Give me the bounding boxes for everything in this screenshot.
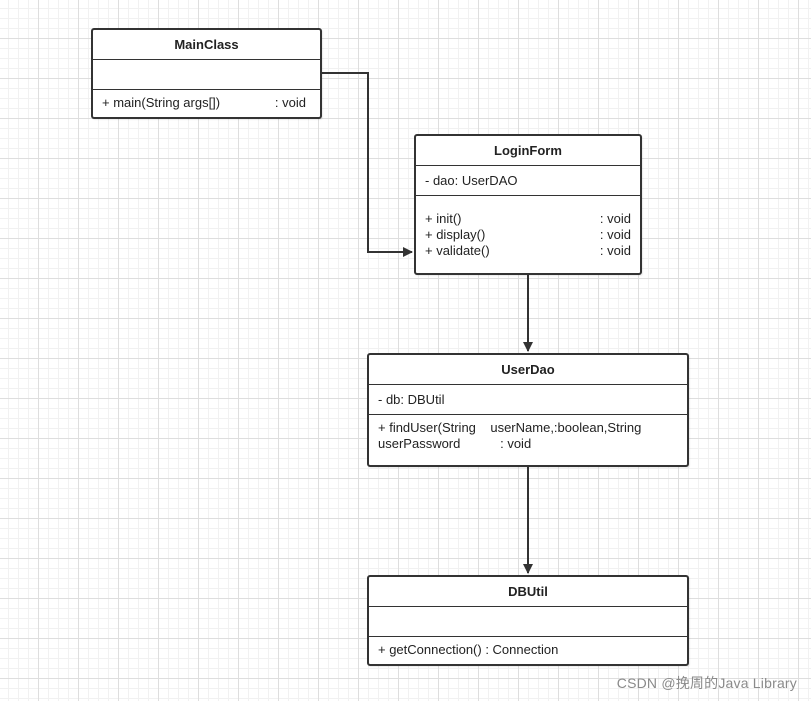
class-name: LoginForm (416, 136, 640, 166)
operation-signature: + getConnection() : Connection (378, 642, 559, 657)
operations-compartment: + getConnection() : Connection (369, 637, 687, 658)
attributes-compartment (369, 607, 687, 637)
attributes-compartment (93, 60, 320, 90)
operation-signature: + main(String args[]) (102, 95, 221, 110)
class-box-mainclass[interactable]: MainClass + main(String args[]) : void (91, 28, 322, 119)
operation-return: : void (599, 227, 631, 242)
operations-compartment: + findUser(String userName,:boolean,Stri… (369, 415, 687, 452)
operation-row: + getConnection() : Connection (378, 642, 678, 658)
operation-return: : void (599, 211, 631, 226)
watermark-text: CSDN @挽周的Java Library (616, 675, 797, 691)
attributes-compartment: - db: DBUtil (369, 385, 687, 415)
operation-return: : void (599, 243, 631, 258)
association-main-to-loginform[interactable] (322, 72, 413, 257)
operation-signature: + validate() (425, 243, 490, 258)
attributes-compartment: - dao: UserDAO (416, 166, 640, 196)
operations-compartment: + main(String args[]) : void (93, 90, 320, 111)
class-box-loginform[interactable]: LoginForm - dao: UserDAO + init() : void… (414, 134, 642, 275)
class-box-userdao[interactable]: UserDao - db: DBUtil + findUser(String u… (367, 353, 689, 467)
attribute-row: - dao: UserDAO (425, 173, 518, 188)
operation-row: + init() : void (425, 211, 631, 227)
class-name: DBUtil (369, 577, 687, 607)
operations-compartment: + init() : void + display() : void + val… (416, 196, 640, 259)
operation-signature: + display() (425, 227, 486, 242)
class-name: UserDao (369, 355, 687, 385)
operation-text: + findUser(String userName,:boolean,Stri… (378, 420, 642, 451)
class-name: MainClass (93, 30, 320, 60)
operation-return: : void (274, 95, 306, 110)
operation-row: + validate() : void (425, 243, 631, 259)
class-box-dbutil[interactable]: DBUtil + getConnection() : Connection (367, 575, 689, 666)
attribute-row: - db: DBUtil (378, 392, 445, 407)
operation-signature: + init() (425, 211, 462, 226)
operation-row: + main(String args[]) : void (102, 95, 311, 111)
operation-row: + display() : void (425, 227, 631, 243)
